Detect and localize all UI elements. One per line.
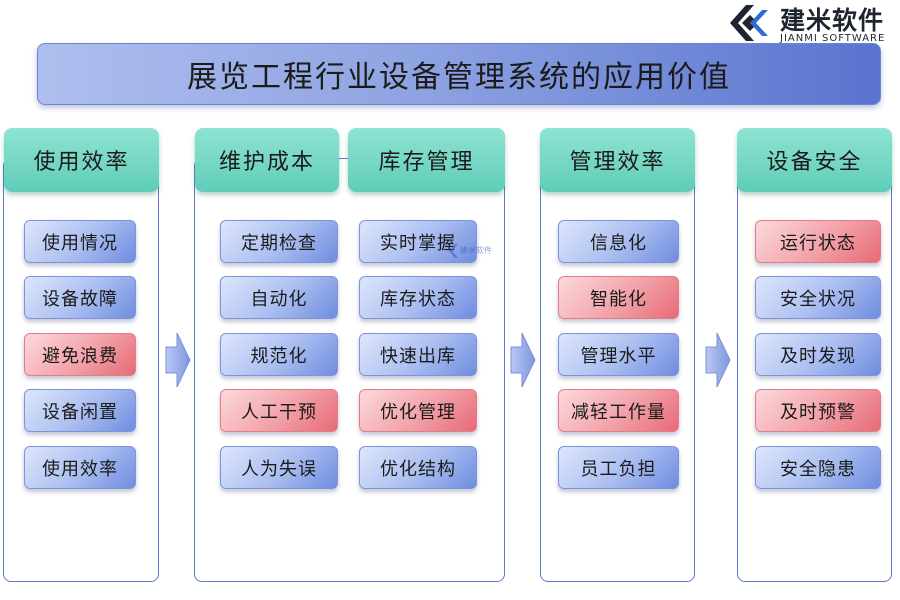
list-item: 自动化 — [220, 276, 338, 319]
list-item: 人工干预 — [220, 389, 338, 432]
column-header-2: 库存管理 — [348, 128, 505, 192]
arrow-right-icon — [510, 332, 536, 388]
arrow-right-icon — [165, 332, 191, 388]
list-item: 设备闲置 — [24, 389, 136, 432]
logo-subtitle: JIANMI SOFTWARE — [780, 33, 886, 44]
page-title: 展览工程行业设备管理系统的应用价值 — [187, 60, 731, 95]
watermark: 建米软件 — [448, 241, 508, 263]
list-item: 人为失误 — [220, 446, 338, 489]
list-item: 优化管理 — [359, 389, 477, 432]
list-item: 库存状态 — [359, 276, 477, 319]
column-header-4: 设备安全 — [737, 128, 892, 192]
list-item: 及时发现 — [755, 333, 881, 376]
list-item: 定期检查 — [220, 220, 338, 263]
watermark-logo-icon — [449, 244, 458, 258]
list-item: 安全状况 — [755, 276, 881, 319]
jianmi-logo-icon — [730, 5, 768, 41]
list-item: 安全隐患 — [755, 446, 881, 489]
list-item: 运行状态 — [755, 220, 881, 263]
list-item: 快速出库 — [359, 333, 477, 376]
arrow-right-icon — [705, 332, 731, 388]
list-item: 信息化 — [558, 220, 679, 263]
list-item: 员工负担 — [558, 446, 679, 489]
list-item: 优化结构 — [359, 446, 477, 489]
list-item: 使用效率 — [24, 446, 136, 489]
list-item: 规范化 — [220, 333, 338, 376]
list-item: 管理水平 — [558, 333, 679, 376]
list-item: 实时掌握 — [359, 220, 477, 263]
brand-logo: 建米软件 JIANMI SOFTWARE — [724, 2, 900, 46]
column-header-1: 维护成本 — [195, 128, 339, 192]
list-item: 使用情况 — [24, 220, 136, 263]
column-header-3: 管理效率 — [540, 128, 695, 192]
title-banner: 展览工程行业设备管理系统的应用价值 — [37, 43, 881, 105]
column-header-0: 使用效率 — [4, 128, 159, 192]
watermark-text: 建米软件 — [460, 246, 492, 255]
logo-name: 建米软件 — [780, 6, 885, 35]
list-item: 设备故障 — [24, 276, 136, 319]
list-item: 减轻工作量 — [558, 389, 679, 432]
list-item: 智能化 — [558, 276, 679, 319]
list-item: 及时预警 — [755, 389, 881, 432]
list-item: 避免浪费 — [24, 333, 136, 376]
